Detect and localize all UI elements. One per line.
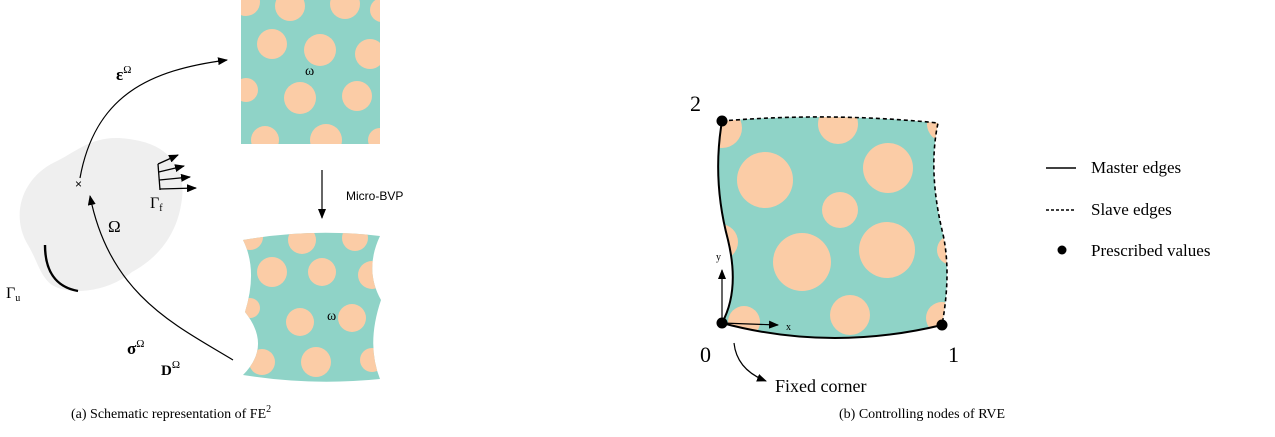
micro-bvp-label: Micro-BVP	[346, 189, 403, 203]
strain-label: εΩ	[116, 64, 131, 84]
slave-edges	[721, 116, 948, 326]
node-0-dot	[716, 317, 728, 329]
panel-a: × εΩ Ω Γf Γu σΩ DΩ	[6, 0, 403, 422]
legend-slave-label: Slave edges	[1091, 200, 1172, 219]
stress-label: σΩ	[127, 338, 144, 358]
material-point-icon: ×	[75, 177, 82, 191]
x-axis-arrow	[721, 320, 779, 329]
node-2-dot	[716, 115, 728, 127]
axis-x-label: x	[786, 322, 791, 333]
node-1-dot	[936, 319, 948, 331]
gamma-u-label: Γu	[6, 285, 20, 304]
panel-b: x y 0 1 2 Fixed corner Master edges Slav…	[690, 91, 1210, 422]
fixed-corner-arrow	[733, 342, 767, 382]
rve-undeformed	[241, 0, 380, 144]
legend-prescribed-swatch	[1057, 245, 1067, 255]
omega-micro-top-label: ω	[305, 64, 314, 79]
gamma-f-label: Γf	[150, 195, 163, 214]
rve-controlled	[718, 116, 947, 339]
axis-y-label: y	[716, 252, 721, 263]
omega-macro-label: Ω	[108, 217, 121, 236]
caption-a: (a) Schematic representation of FE2	[71, 404, 271, 422]
master-edges	[717, 120, 943, 340]
node-2-label: 2	[690, 91, 701, 116]
gamma-u-boundary	[43, 244, 79, 293]
legend-prescribed-label: Prescribed values	[1091, 241, 1210, 260]
legend-master-label: Master edges	[1091, 158, 1181, 177]
traction-arrows	[157, 154, 197, 193]
macro-domain	[19, 138, 183, 292]
caption-b: (b) Controlling nodes of RVE	[839, 407, 1005, 422]
stress-arrow	[87, 195, 234, 361]
rve-deformed	[243, 232, 381, 382]
fixed-corner-label: Fixed corner	[775, 376, 866, 396]
legend: Master edges Slave edges Prescribed valu…	[1046, 158, 1210, 260]
strain-arrow	[79, 57, 228, 179]
tangent-label: DΩ	[161, 359, 180, 379]
node-1-label: 1	[948, 342, 959, 367]
node-0-label: 0	[700, 342, 711, 367]
omega-micro-bottom-label: ω	[327, 309, 336, 324]
